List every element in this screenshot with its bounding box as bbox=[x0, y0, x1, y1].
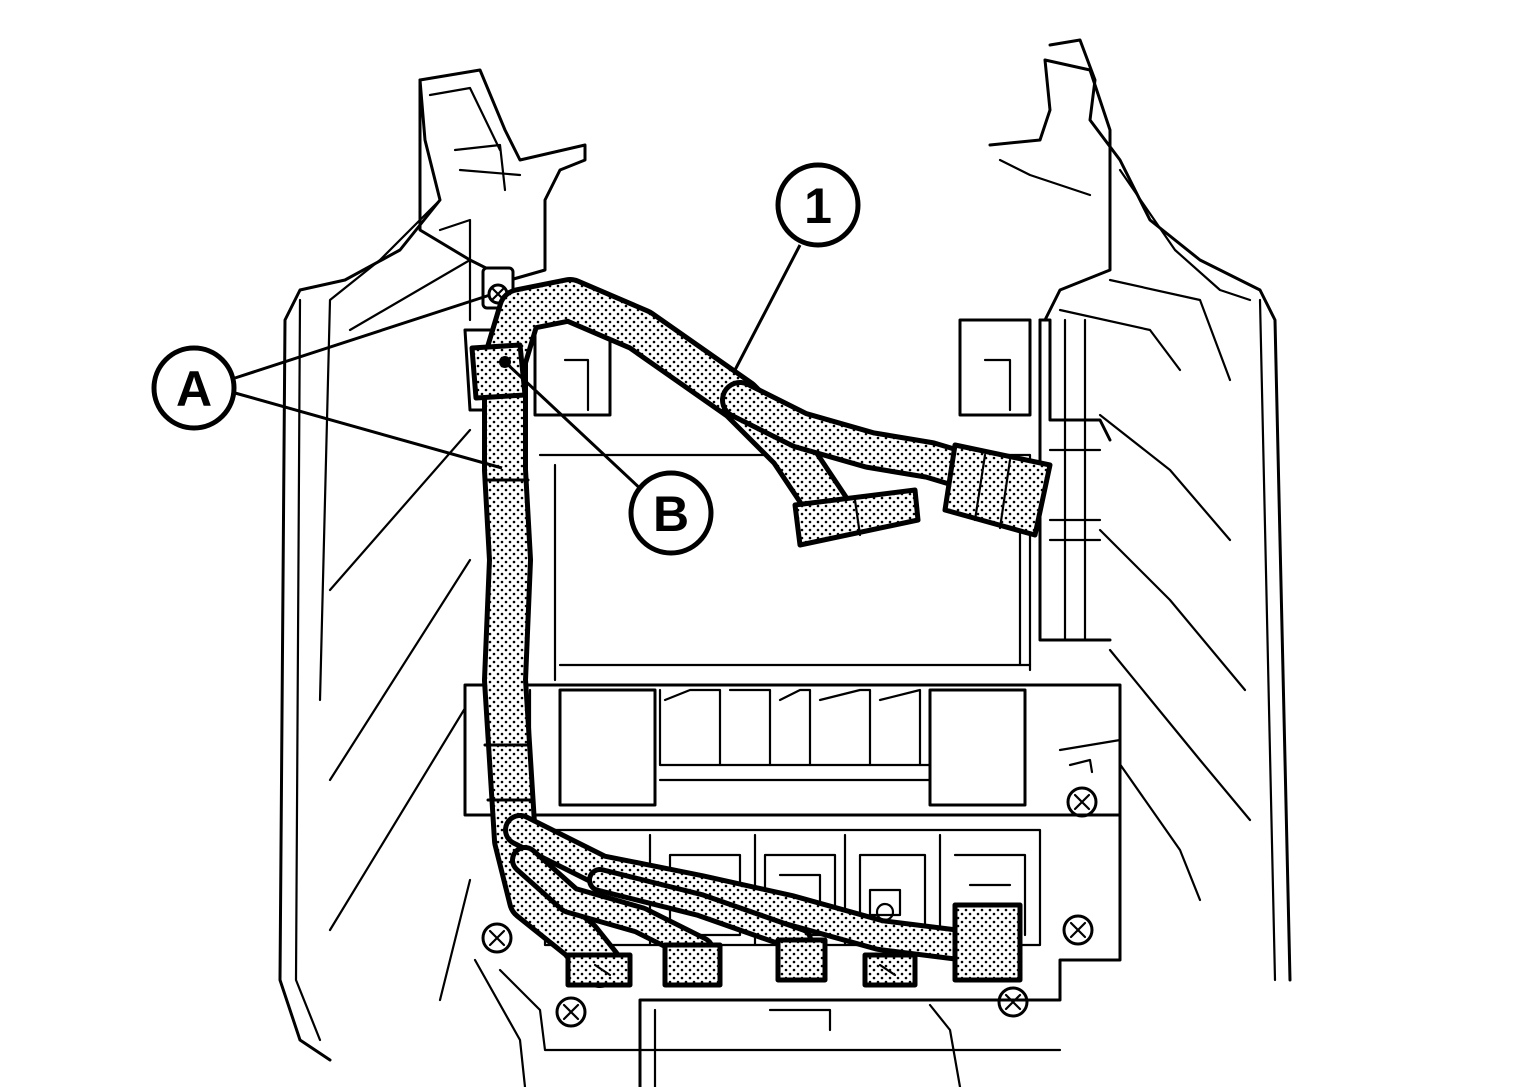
harness-connector-lower-1 bbox=[565, 952, 633, 988]
clip-b-point bbox=[499, 356, 511, 368]
leader-clip-a-upper bbox=[234, 293, 491, 380]
leader-part-1 bbox=[733, 244, 802, 371]
callout-part-1: 1 bbox=[775, 162, 861, 248]
callout-label-a: A bbox=[176, 361, 212, 417]
callout-clip-b: B bbox=[628, 470, 714, 556]
right-trim-frame bbox=[988, 38, 1292, 982]
harness-connector-clip-b bbox=[469, 342, 528, 401]
harness-connector-lower-3 bbox=[775, 937, 828, 983]
control-unit bbox=[463, 683, 1122, 818]
wire-harness bbox=[469, 277, 1053, 988]
harness-connector-upper-right bbox=[942, 442, 1053, 538]
harness-connector-lower-4 bbox=[862, 952, 918, 988]
harness-connector-lower-5 bbox=[952, 902, 1023, 983]
callout-label-b: B bbox=[653, 486, 689, 542]
harness-connector-lower-2 bbox=[662, 942, 723, 988]
leader-clip-b bbox=[503, 360, 647, 495]
callout-clip-a: A bbox=[151, 345, 237, 431]
leader-clip-a-lower bbox=[234, 391, 503, 470]
leader-lines bbox=[234, 244, 802, 495]
callout-label-1: 1 bbox=[804, 178, 832, 234]
left-trim-frame bbox=[278, 68, 587, 1062]
